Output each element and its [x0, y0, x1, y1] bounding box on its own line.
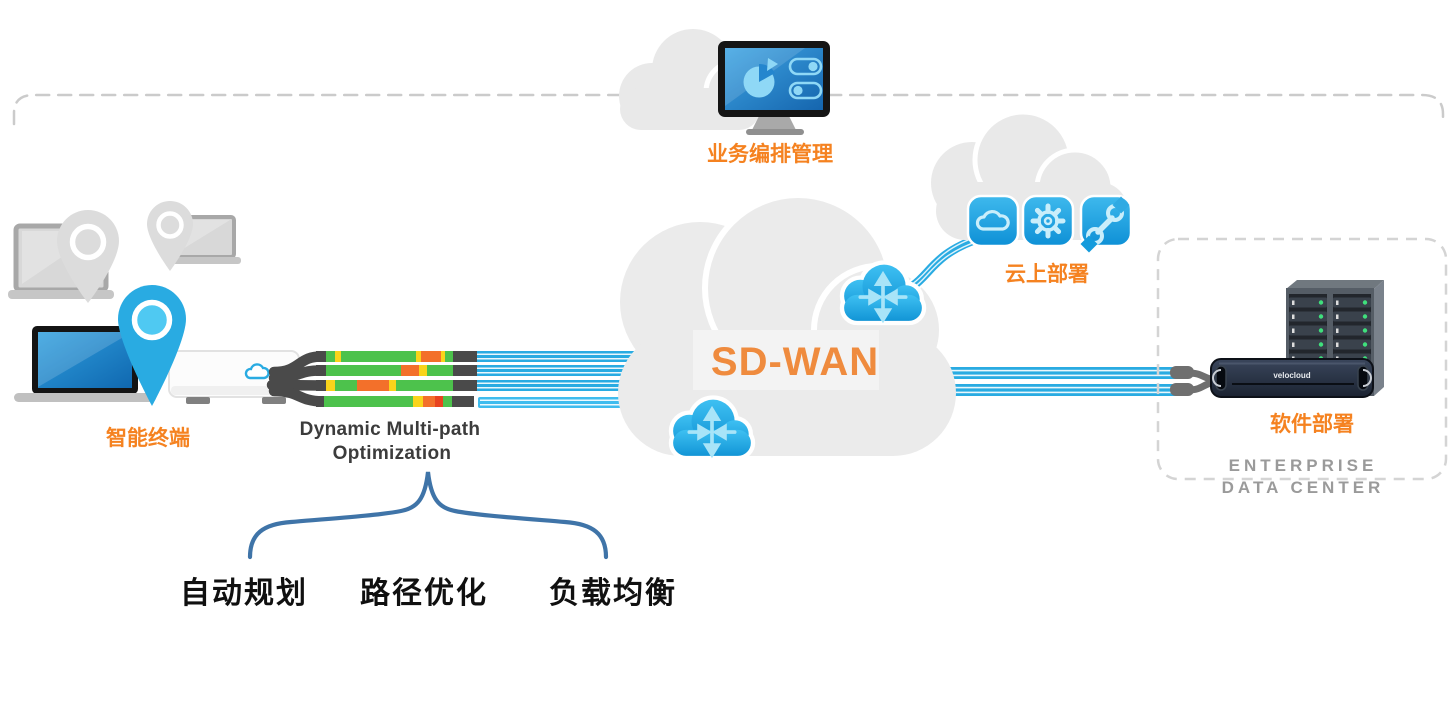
wan-to-datacenter-cables — [920, 366, 1226, 396]
cloud-app-icon — [966, 194, 1020, 248]
cable-path-4 — [316, 396, 664, 408]
pie-chart-icon — [743, 58, 778, 98]
orchestration-node — [619, 29, 830, 135]
appliance-brand-label: velocloud — [1273, 371, 1310, 380]
sdwan-cloud — [618, 192, 956, 456]
feature-path-optimization: 路径优化 — [360, 577, 488, 610]
wrench-icon — [1079, 194, 1133, 253]
smart-terminal-node — [8, 201, 300, 406]
dmpo-label-line1: Dynamic Multi-path — [299, 419, 481, 440]
datacenter-appliance-icon: velocloud — [1210, 358, 1374, 398]
monitor-icon — [718, 41, 830, 135]
feature-auto-planning: 自动规划 — [180, 577, 308, 610]
sdwan-label: SD-WAN — [710, 340, 880, 384]
datacenter-name-line2: DATA CENTER — [1221, 478, 1385, 497]
router-cloud-icon — [668, 395, 756, 461]
smart-terminal-label: 智能终端 — [106, 427, 190, 450]
blue-location-pin-icon — [118, 285, 186, 406]
cloud-logo-icon — [244, 363, 270, 380]
orchestration-label: 业务编排管理 — [707, 143, 833, 166]
brace — [247, 471, 609, 560]
dmpo-label-line2: Optimization — [332, 443, 452, 464]
toggle-switches-icon — [788, 57, 823, 100]
multipath-cables — [266, 351, 667, 408]
location-pin-icon — [147, 201, 193, 271]
software-deploy-label: 软件部署 — [1270, 413, 1354, 436]
edge-device-icon — [168, 350, 300, 404]
router-cloud-icon — [839, 260, 927, 326]
datacenter-dashed-box — [1156, 237, 1448, 481]
gear-icon — [1021, 194, 1075, 248]
cloud-deploy-node — [931, 109, 1133, 253]
cable-path-2 — [316, 365, 667, 376]
location-pin-icon — [57, 210, 119, 303]
router-arrows-icon — [687, 405, 737, 459]
blue-laptop-icon — [14, 326, 156, 402]
feature-load-balancing: 负载均衡 — [549, 577, 677, 610]
datacenter-node: velocloud — [1156, 237, 1448, 481]
datacenter-name-line1: ENTERPRISE — [1228, 456, 1378, 475]
router-arrows-icon — [858, 270, 908, 324]
cloud-deploy-label: 云上部署 — [1005, 263, 1089, 286]
cable-path-3 — [316, 380, 667, 391]
cable-path-1 — [316, 351, 667, 362]
